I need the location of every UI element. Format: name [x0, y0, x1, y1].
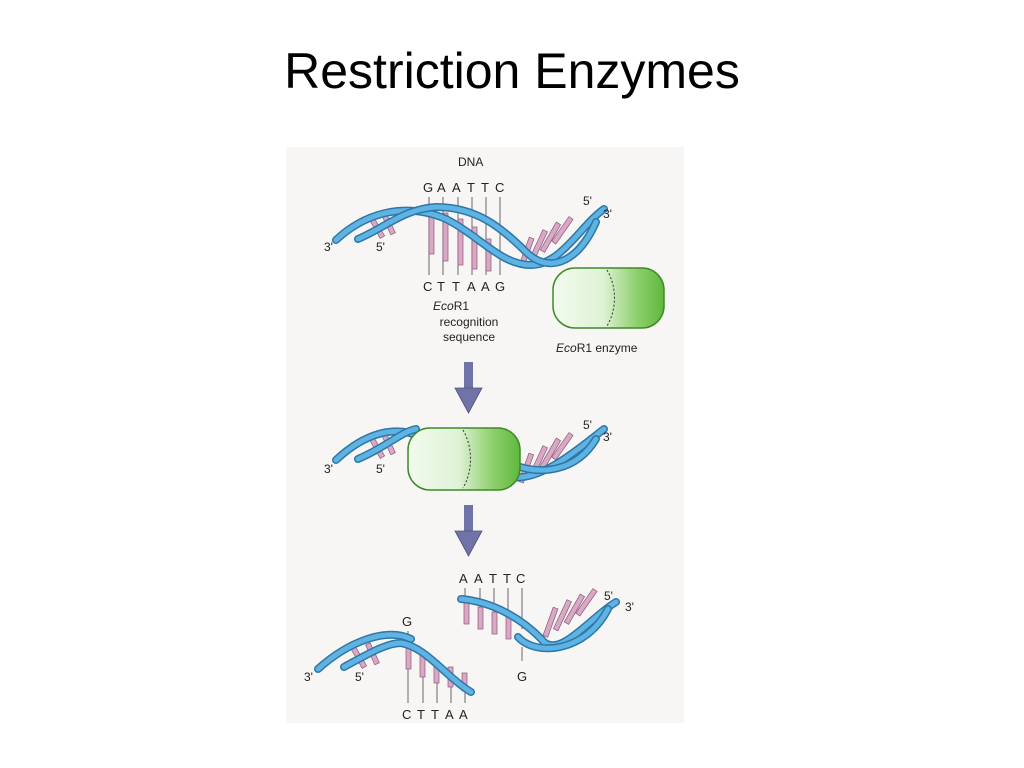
dna-fragment-left — [314, 630, 475, 696]
down-arrow-icon — [454, 362, 483, 414]
ecor1-enzyme-bound — [407, 427, 521, 491]
base-letter: C — [423, 279, 432, 294]
base-letter: A — [437, 180, 446, 195]
diagram-svg: DNA G A A T T C — [304, 155, 665, 722]
five-prime-label: 5' — [376, 462, 385, 476]
caption-italic: Eco — [433, 299, 454, 313]
recognition-top-bases: G A A T T C — [423, 180, 504, 195]
dna-fragment-right — [457, 588, 620, 653]
recognition-bottom-bases: C T T A A G — [423, 279, 505, 294]
base-letter: A — [481, 279, 490, 294]
base-letter: T — [431, 707, 439, 722]
svg-text:EcoR1: EcoR1 — [433, 299, 469, 313]
five-prime-label: 5' — [583, 194, 592, 208]
base-letter: T — [437, 279, 445, 294]
base-letter: G — [495, 279, 505, 294]
three-prime-label: 3' — [603, 207, 612, 221]
base-letter: T — [467, 180, 475, 195]
base-letter: T — [417, 707, 425, 722]
three-prime-label: 3' — [324, 462, 333, 476]
base-letter: G — [402, 614, 412, 629]
dna-label: DNA — [458, 155, 483, 169]
three-prime-label: 3' — [324, 240, 333, 254]
base-letter: G — [423, 180, 433, 195]
five-prime-label: 5' — [376, 240, 385, 254]
base-letter: A — [467, 279, 476, 294]
dna-helix-bound — [332, 425, 608, 484]
caption-line2: recognition — [440, 315, 499, 329]
ecor1-enzyme — [552, 267, 665, 329]
base-letter: A — [459, 571, 468, 586]
base-letter: G — [517, 669, 527, 684]
three-prime-label: 3' — [304, 670, 313, 684]
base-letter: T — [503, 571, 511, 586]
five-prime-label: 5' — [583, 418, 592, 432]
enzyme-caption: EcoR1 enzyme — [556, 341, 638, 355]
cut-right-top-bases: A A T T C — [459, 571, 525, 586]
base-letter: A — [452, 180, 461, 195]
caption-line3: sequence — [443, 330, 495, 344]
three-prime-label: 3' — [603, 430, 612, 444]
base-letter: A — [445, 707, 454, 722]
base-letter: A — [459, 707, 468, 722]
caption-suffix: R1 — [454, 299, 470, 313]
dna-helix-intact — [332, 202, 608, 272]
slide-title: Restriction Enzymes — [284, 43, 740, 99]
base-letter: T — [489, 571, 497, 586]
ecor1-diagram: DNA G A A T T C — [286, 147, 684, 723]
five-prime-label: 5' — [604, 589, 613, 603]
base-letter: C — [516, 571, 525, 586]
recognition-caption: EcoR1 recognition sequence — [433, 299, 498, 344]
base-letter: C — [402, 707, 411, 722]
down-arrow-icon — [454, 505, 483, 557]
base-letter: T — [481, 180, 489, 195]
three-prime-label: 3' — [625, 600, 634, 614]
five-prime-label: 5' — [355, 670, 364, 684]
base-letter: T — [452, 279, 460, 294]
cut-left-bottom-bases: C T T A A — [402, 707, 468, 722]
base-letter: C — [495, 180, 504, 195]
base-letter: A — [474, 571, 483, 586]
